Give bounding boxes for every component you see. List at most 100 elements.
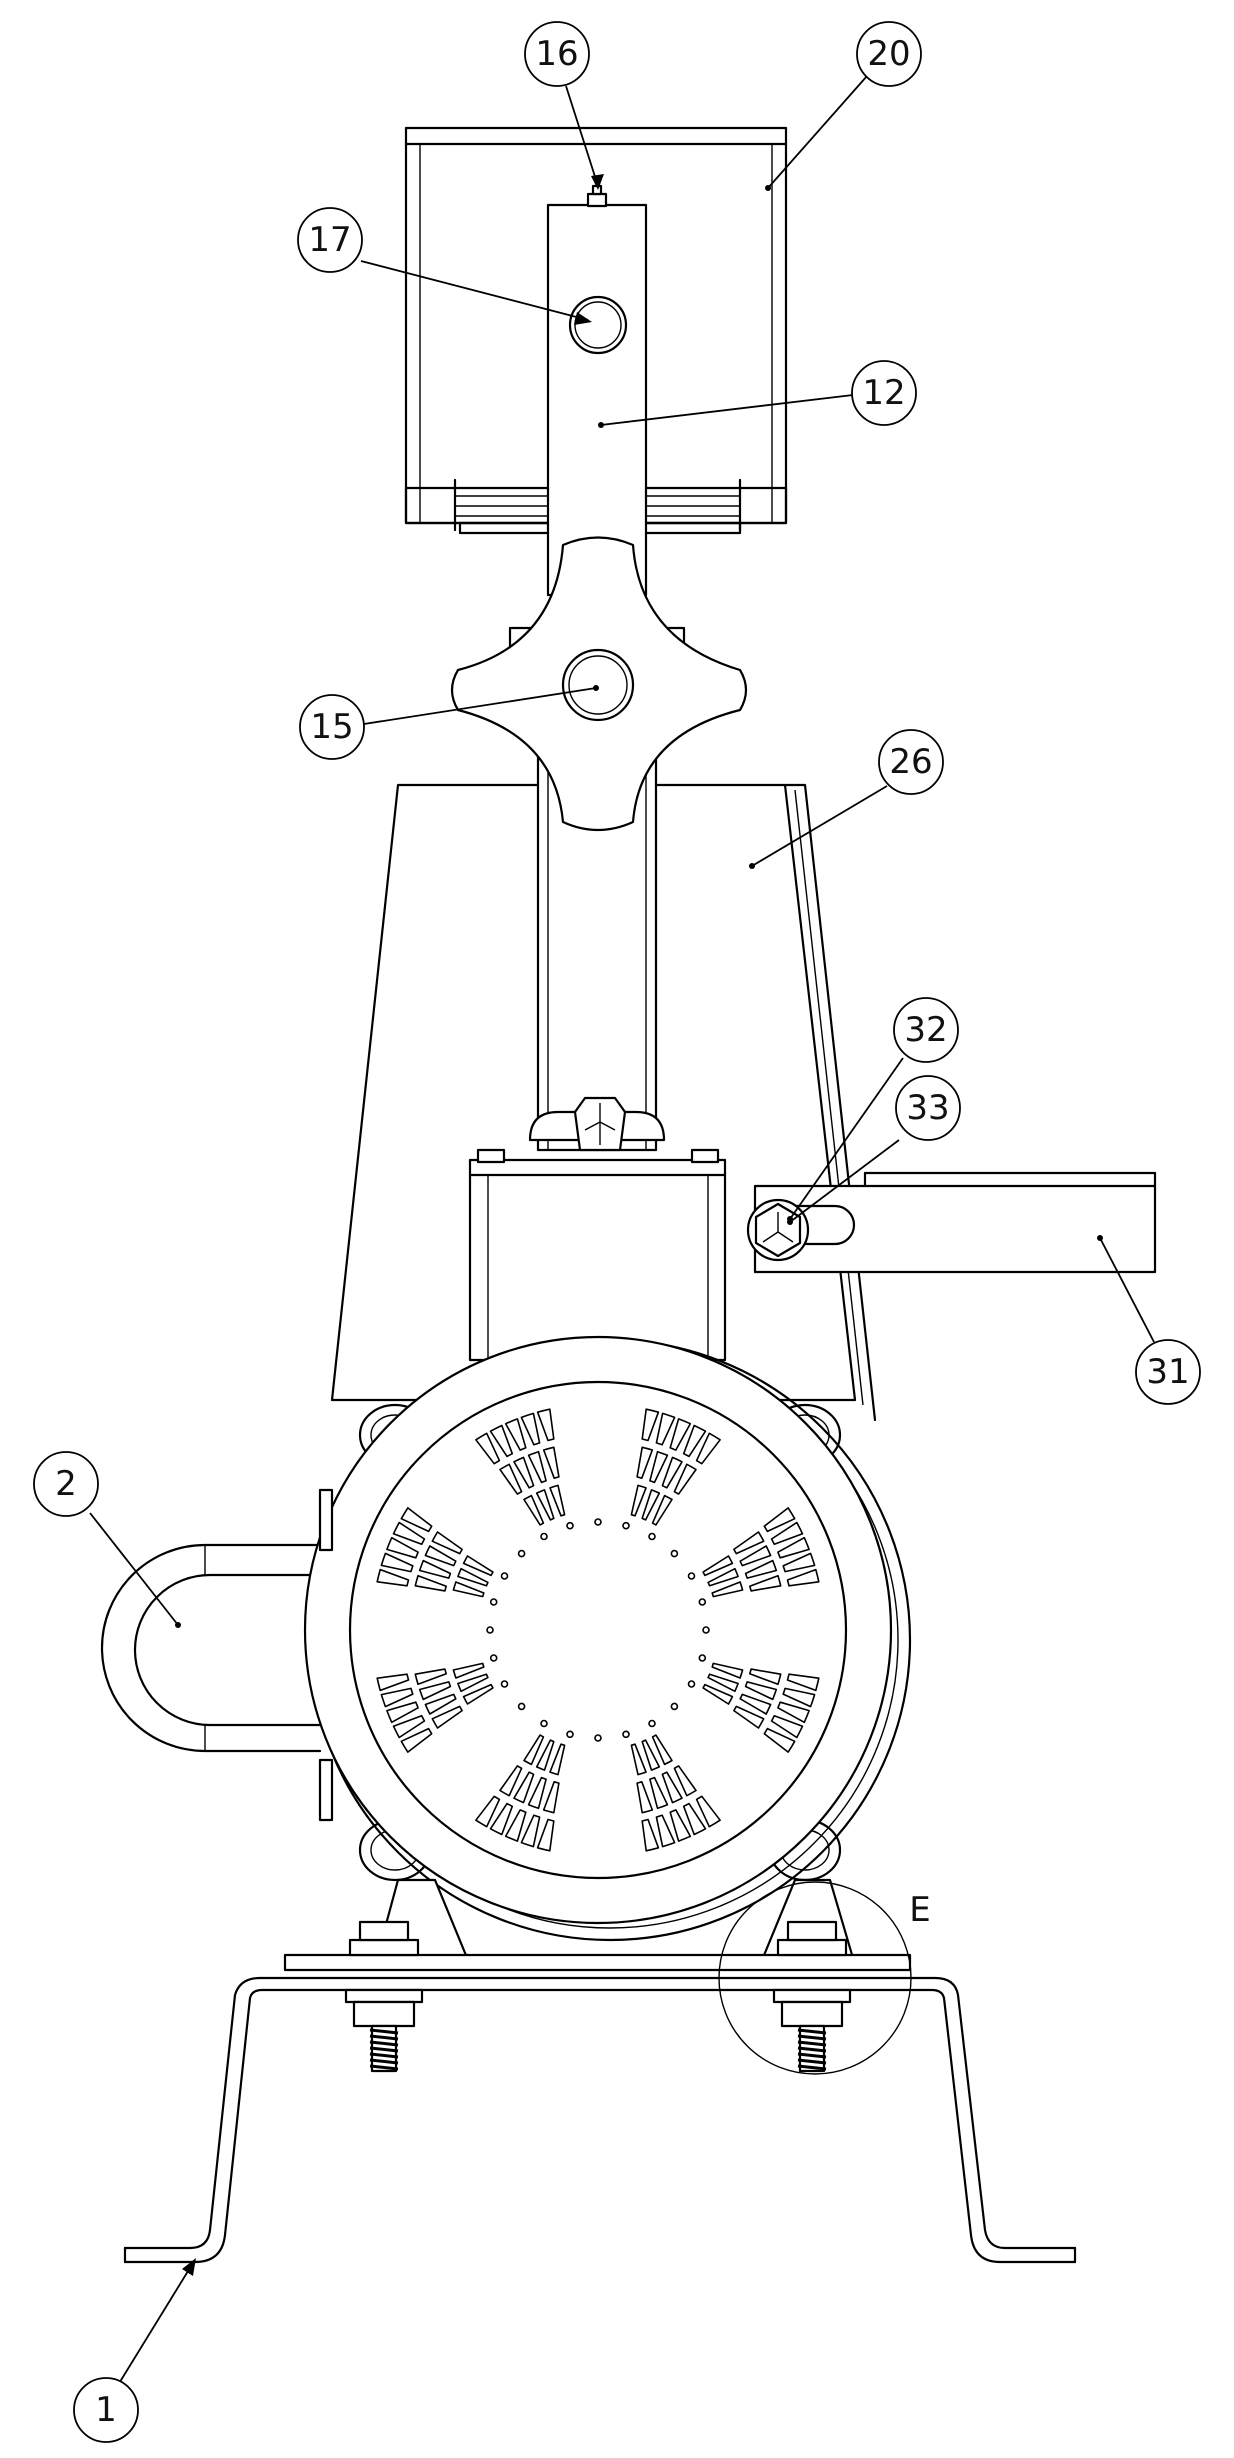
vent-slot <box>523 1494 545 1526</box>
balloon-15: 15 <box>299 694 365 760</box>
vent-hole <box>687 1680 696 1688</box>
vent-slot <box>739 1693 772 1715</box>
balloon-33: 33 <box>895 1075 961 1141</box>
vent-hole <box>648 1719 656 1728</box>
vent-slot <box>655 1814 676 1848</box>
bolt-thread <box>369 2052 399 2059</box>
vent-slot <box>630 1484 647 1517</box>
vent-slot <box>457 1567 489 1587</box>
vent-slot <box>542 1781 560 1814</box>
vent-slot <box>782 1687 816 1708</box>
vent-hole <box>698 1654 707 1662</box>
vent-slot <box>489 1424 514 1458</box>
vent-slot <box>641 1408 660 1442</box>
bolt-thread <box>797 2058 827 2065</box>
vent-slot <box>475 1795 501 1828</box>
vent-slot <box>702 1683 734 1705</box>
vent-slot <box>400 1507 433 1533</box>
vent-slot <box>535 1739 555 1771</box>
vent-slot <box>376 1673 410 1692</box>
vent-slot <box>786 1673 820 1692</box>
vent-slot <box>513 1456 535 1489</box>
balloon-1: 1 <box>73 2377 139 2443</box>
vent-slot <box>749 1668 782 1686</box>
vent-slot <box>749 1574 782 1592</box>
vent-slot <box>452 1662 485 1679</box>
vent-slot <box>452 1581 485 1598</box>
vent-slot <box>661 1771 683 1804</box>
vent-slot <box>777 1701 810 1724</box>
vent-slot <box>707 1673 739 1693</box>
vent-slot <box>777 1536 810 1559</box>
vent-slot <box>669 1418 692 1451</box>
part-31-arm <box>753 1171 1157 1274</box>
vent-slot <box>527 1450 547 1484</box>
balloon-32: 32 <box>893 997 959 1063</box>
vent-slot <box>770 1714 804 1739</box>
bolt-thread <box>369 2058 399 2065</box>
vent-slot <box>649 1450 669 1484</box>
vent-slot <box>414 1668 447 1686</box>
vent-slot <box>682 1424 707 1458</box>
vent-slot <box>702 1555 734 1577</box>
part-1-base <box>123 1878 1077 2264</box>
balloon-16: 16 <box>524 21 590 87</box>
fan-cover-vents <box>376 1408 820 1852</box>
vent-hole <box>500 1680 509 1688</box>
vent-slot <box>520 1814 541 1848</box>
vent-slot <box>542 1446 560 1479</box>
vent-hole <box>622 1730 630 1739</box>
vent-slot <box>386 1536 419 1559</box>
vent-slot <box>536 1408 555 1442</box>
vent-hole <box>540 1719 548 1728</box>
part-12-shaft <box>546 184 648 597</box>
bolt-thread <box>369 2034 399 2041</box>
vent-hole <box>698 1598 707 1606</box>
svg-text:20: 20 <box>867 34 910 74</box>
vent-slot <box>636 1446 654 1479</box>
vent-slot <box>641 1739 661 1771</box>
vent-hole <box>489 1654 498 1662</box>
vent-slot <box>504 1418 527 1451</box>
vent-slot <box>475 1432 501 1465</box>
vent-slot <box>711 1662 744 1679</box>
detail-circle-e: E <box>718 1881 931 2075</box>
vent-slot <box>707 1567 739 1587</box>
vent-slot <box>641 1489 661 1521</box>
leader-lines <box>89 75 1155 2386</box>
vent-slot <box>418 1559 452 1579</box>
vent-hole <box>489 1598 498 1606</box>
vent-slot <box>520 1412 541 1446</box>
part-15-star-knob <box>450 536 748 832</box>
vent-slot <box>457 1673 489 1693</box>
vent-hole <box>486 1626 494 1634</box>
vent-slot <box>431 1705 463 1729</box>
balloon-2: 2 <box>33 1451 99 1517</box>
vent-slot <box>682 1802 707 1836</box>
vent-slot <box>636 1781 654 1814</box>
vent-slot <box>499 1765 523 1797</box>
vent-slot <box>673 1463 697 1495</box>
vent-slot <box>504 1809 527 1842</box>
svg-text:12: 12 <box>862 373 905 413</box>
vent-slot <box>536 1818 555 1852</box>
vent-slot <box>424 1545 457 1567</box>
vent-slot <box>695 1432 721 1465</box>
balloon-12: 12 <box>851 360 917 426</box>
vent-slot <box>418 1681 452 1701</box>
vent-hole <box>594 1518 602 1526</box>
vent-slot <box>649 1776 669 1810</box>
bolt-thread <box>797 2046 827 2053</box>
vent-slot <box>744 1681 778 1701</box>
vent-slot <box>770 1521 804 1546</box>
vent-hole <box>670 1702 679 1711</box>
svg-text:32: 32 <box>904 1010 947 1050</box>
svg-text:17: 17 <box>308 220 351 260</box>
vent-slot <box>744 1559 778 1579</box>
vent-slot <box>489 1802 514 1836</box>
vent-slot <box>661 1456 683 1489</box>
vent-slot <box>549 1484 566 1517</box>
vent-slot <box>392 1521 426 1546</box>
vent-slot <box>527 1776 547 1810</box>
